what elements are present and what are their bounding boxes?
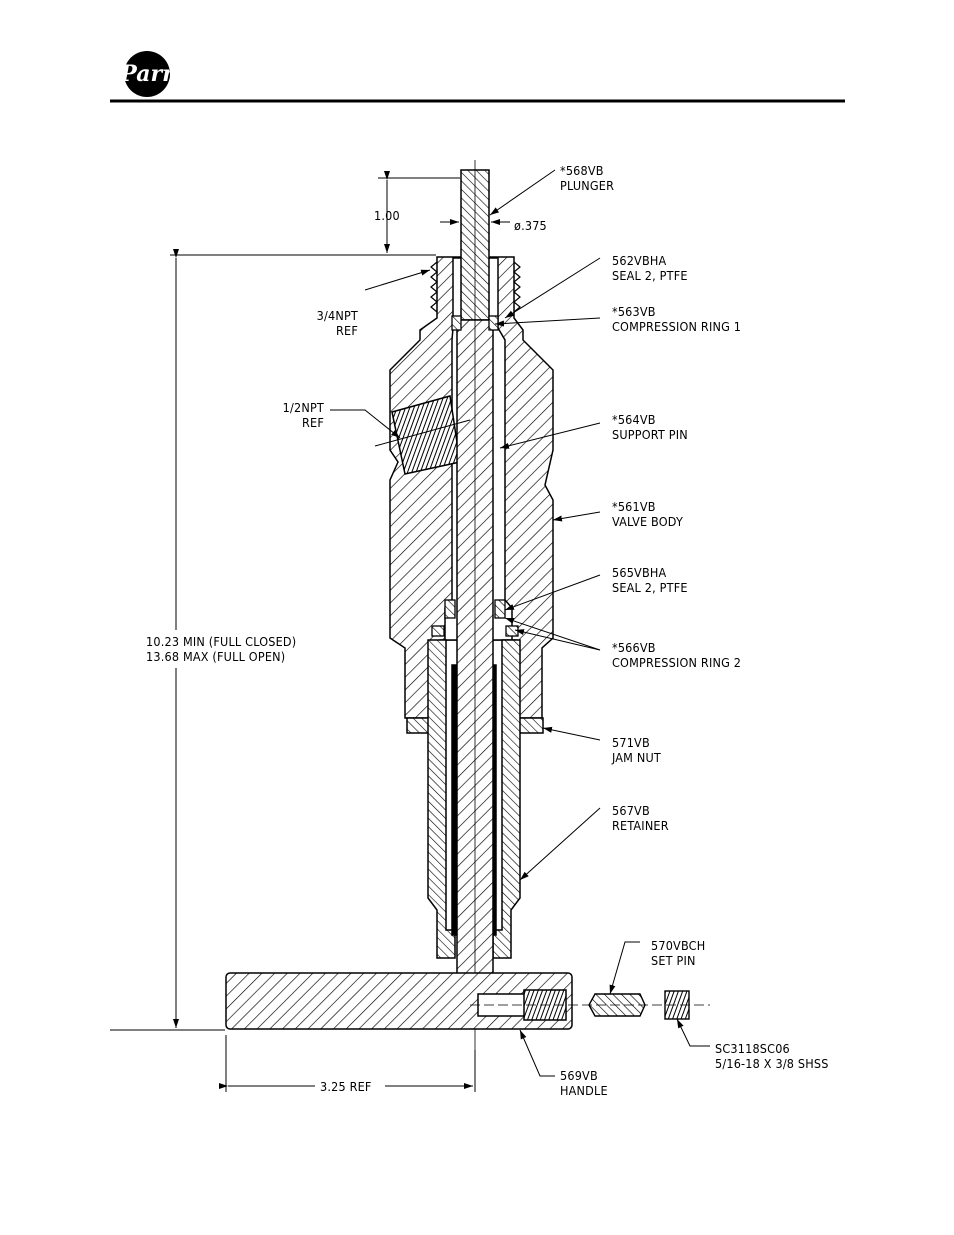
callout-plunger: *568VB PLUNGER	[560, 163, 614, 193]
leader-lines	[330, 169, 710, 1077]
svg-text:3.25 REF: 3.25 REF	[320, 1079, 372, 1094]
callout-handle: 569VB HANDLE	[560, 1068, 608, 1098]
dim-overall-height: 10.23 MIN (FULL CLOSED) 13.68 MAX (FULL …	[143, 630, 303, 668]
svg-text:COMPRESSION RING 2: COMPRESSION RING 2	[612, 655, 741, 670]
svg-text:570VBCH: 570VBCH	[651, 938, 705, 953]
svg-text:SEAL 2, PTFE: SEAL 2, PTFE	[612, 580, 688, 595]
svg-text:*568VB: *568VB	[560, 163, 604, 178]
dim-handle-length: 3.25 REF	[315, 1078, 385, 1094]
callout-npt-1-2: 1/2NPT REF	[283, 400, 324, 430]
parr-logo: Parr	[119, 51, 175, 97]
svg-text:VALVE BODY: VALVE BODY	[612, 514, 683, 529]
logo-text: Parr	[119, 61, 175, 87]
callout-retainer: 567VB RETAINER	[612, 803, 669, 833]
svg-text:3/4NPT: 3/4NPT	[317, 308, 358, 323]
svg-text:COMPRESSION RING 1: COMPRESSION RING 1	[612, 319, 741, 334]
svg-text:PLUNGER: PLUNGER	[560, 178, 614, 193]
svg-text:*563VB: *563VB	[612, 304, 656, 319]
dim-plunger-diameter: ø.375	[514, 218, 547, 233]
callout-compression-ring-1: *563VB COMPRESSION RING 1	[612, 304, 741, 334]
callout-npt-3-4: 3/4NPT REF	[317, 308, 358, 338]
callout-set-pin: 570VBCH SET PIN	[651, 938, 705, 968]
dim-top-offset: 1.00	[374, 208, 400, 223]
svg-text:567VB: 567VB	[612, 803, 650, 818]
svg-text:5/16-18 X 3/8 SHSS: 5/16-18 X 3/8 SHSS	[715, 1056, 829, 1071]
callout-valve-body: *561VB VALVE BODY	[612, 499, 683, 529]
handle	[225, 972, 573, 1030]
plunger	[456, 160, 494, 1050]
svg-text:571VB: 571VB	[612, 735, 650, 750]
svg-text:SUPPORT PIN: SUPPORT PIN	[612, 427, 688, 442]
svg-text:*564VB: *564VB	[612, 412, 656, 427]
svg-text:SEAL 2, PTFE: SEAL 2, PTFE	[612, 268, 688, 283]
callout-support-pin: *564VB SUPPORT PIN	[612, 412, 688, 442]
svg-text:1/2NPT: 1/2NPT	[283, 400, 324, 415]
svg-text:REF: REF	[302, 415, 324, 430]
svg-text:JAM NUT: JAM NUT	[611, 750, 661, 765]
svg-text:SC3118SC06: SC3118SC06	[715, 1041, 790, 1056]
callout-seal-2: 565VBHA SEAL 2, PTFE	[612, 565, 688, 595]
svg-text:562VBHA: 562VBHA	[612, 253, 667, 268]
svg-text:565VBHA: 565VBHA	[612, 565, 667, 580]
svg-text:13.68 MAX (FULL OPEN): 13.68 MAX (FULL OPEN)	[146, 649, 285, 664]
callout-compression-ring-2: *566VB COMPRESSION RING 2	[612, 640, 741, 670]
svg-text:*561VB: *561VB	[612, 499, 656, 514]
callout-jam-nut: 571VB JAM NUT	[611, 735, 661, 765]
svg-text:*566VB: *566VB	[612, 640, 656, 655]
svg-text:569VB: 569VB	[560, 1068, 598, 1083]
svg-text:REF: REF	[336, 323, 358, 338]
svg-text:SET PIN: SET PIN	[651, 953, 696, 968]
callout-seal-1: 562VBHA SEAL 2, PTFE	[612, 253, 688, 283]
callout-set-screw: SC3118SC06 5/16-18 X 3/8 SHSS	[715, 1041, 829, 1071]
svg-text:HANDLE: HANDLE	[560, 1083, 608, 1098]
svg-text:10.23 MIN (FULL CLOSED): 10.23 MIN (FULL CLOSED)	[146, 634, 296, 649]
svg-text:RETAINER: RETAINER	[612, 818, 669, 833]
